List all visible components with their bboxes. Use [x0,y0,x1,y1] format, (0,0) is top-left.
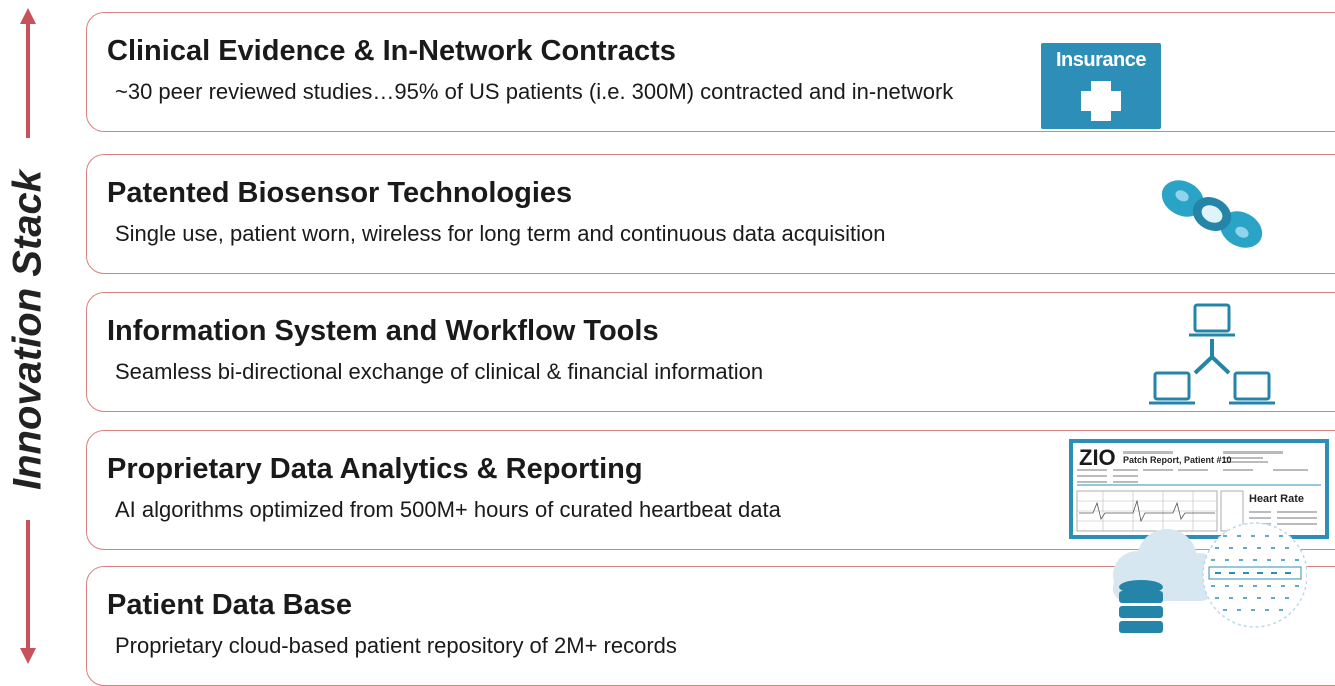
axis-arrows [20,8,36,664]
layer-description: Seamless bi-directional exchange of clin… [115,359,764,384]
innovation-stack-axis: Innovation Stack [0,0,60,683]
layer-card-patient-database: Patient Data Base Proprietary cloud-base… [86,522,1335,686]
insurance-icon-label: Insurance [1056,49,1146,71]
biosensor-patch-icon [1161,180,1263,248]
layer-title: Information System and Workflow Tools [107,315,659,347]
layer-description: Proprietary cloud-based patient reposito… [115,633,677,658]
layer-title: Proprietary Data Analytics & Reporting [107,453,643,485]
report-icon: ZIO Patch Report, Patient #10 Heart Rate [1069,439,1329,539]
layer-card-information-system: Information System and Workflow Tools Se… [86,292,1335,412]
axis-label: Innovation Stack [5,169,50,491]
layer-title: Patient Data Base [107,589,352,621]
layer-card-data-analytics: Proprietary Data Analytics & Reporting A… [86,430,1335,550]
layer-title: Patented Biosensor Technologies [107,177,573,209]
network-computers-icon [1149,303,1275,405]
insurance-icon: Insurance [1041,43,1161,129]
report-section-heading: Heart Rate [1249,493,1305,505]
layer-card-clinical-evidence: Clinical Evidence & In-Network Contracts… [86,12,1335,132]
report-title: Patch Report, Patient #10 [1123,455,1232,465]
layer-description: AI algorithms optimized from 500M+ hours… [115,497,781,522]
cloud-database-icon [1113,522,1307,633]
up-arrow-shaft [26,20,30,138]
down-arrowhead [20,648,36,664]
plus-icon [1081,81,1121,121]
layer-title: Clinical Evidence & In-Network Contracts [107,35,676,67]
report-thumbnail [1073,443,1325,535]
report-logo: ZIO [1079,445,1116,470]
down-arrow-shaft [26,520,30,650]
layer-description: ~30 peer reviewed studies…95% of US pati… [115,79,954,104]
layer-card-biosensor: Patented Biosensor Technologies Single u… [86,154,1335,274]
layer-description: Single use, patient worn, wireless for l… [115,221,886,246]
up-arrowhead [20,8,36,24]
